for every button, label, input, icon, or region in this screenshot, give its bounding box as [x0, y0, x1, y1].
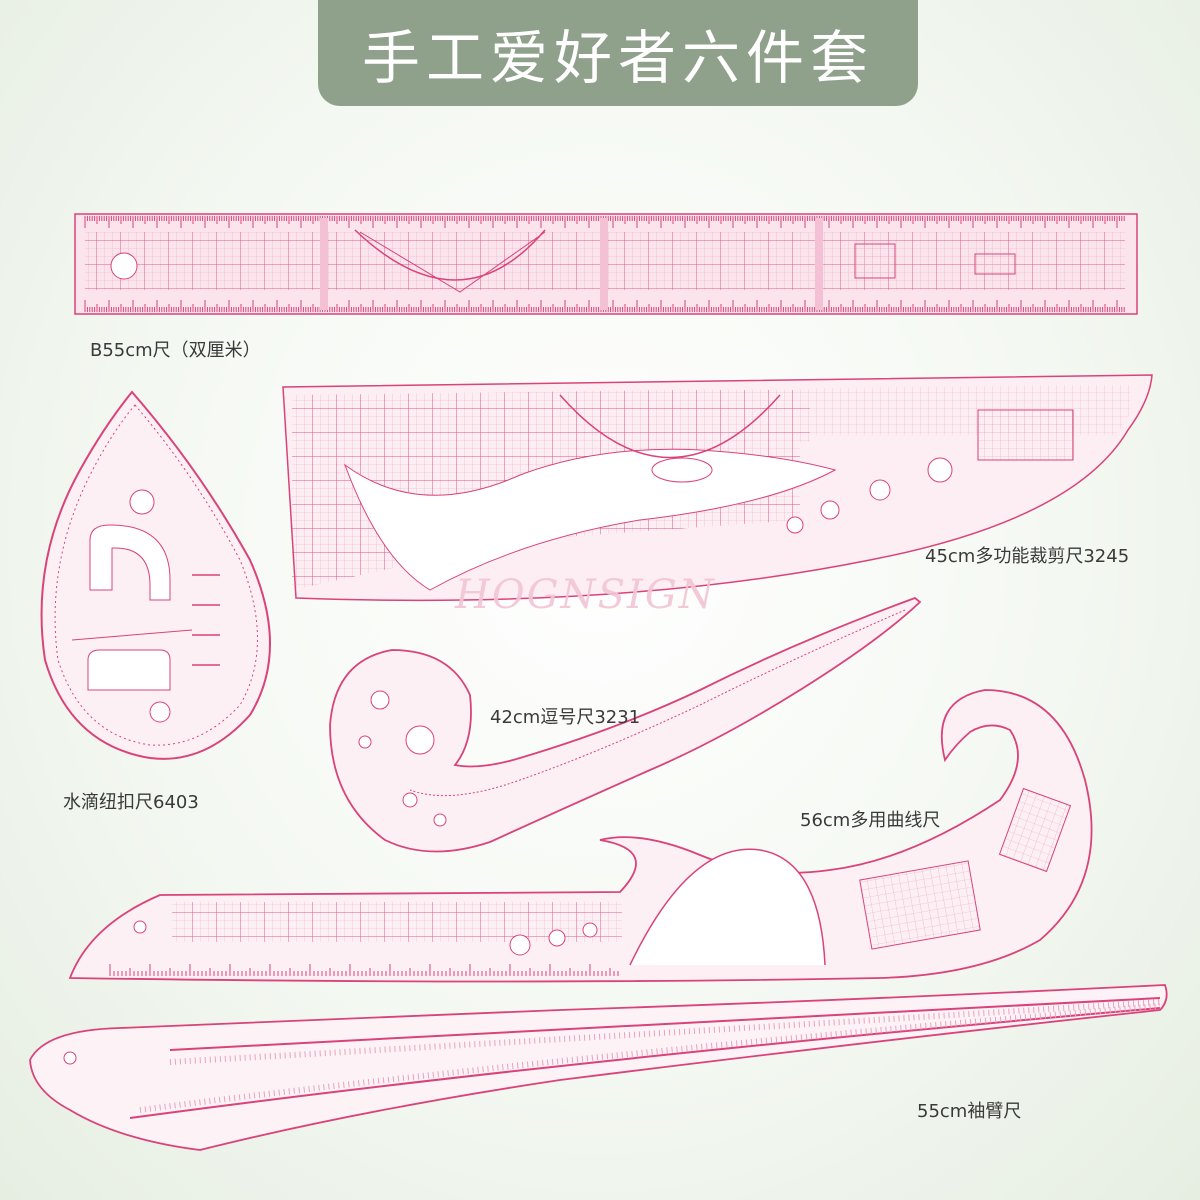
label-cutting-ruler: 45cm多功能裁剪尺3245	[925, 546, 1130, 567]
straight-ruler	[74, 213, 1138, 315]
label-teardrop-ruler: 水滴纽扣尺6403	[63, 792, 199, 813]
label-multi-curve-ruler: 56cm多用曲线尺	[800, 810, 941, 831]
cutting-ruler	[282, 374, 1153, 602]
multi-curve-ruler	[68, 689, 1093, 983]
label-straight-ruler: B55cm尺（双厘米）	[90, 340, 261, 361]
label-sleeve-ruler: 55cm袖臂尺	[917, 1101, 1022, 1122]
watermark-text: HOGNSIGN	[455, 572, 716, 618]
label-comma-ruler: 42cm逗号尺3231	[490, 707, 641, 728]
comma-ruler	[329, 596, 922, 853]
teardrop-ruler	[40, 390, 271, 760]
sleeve-ruler	[29, 984, 1168, 1151]
banner-title: 手工爱好者六件套	[361, 24, 874, 92]
title-banner: 手工爱好者六件套	[318, 0, 918, 106]
